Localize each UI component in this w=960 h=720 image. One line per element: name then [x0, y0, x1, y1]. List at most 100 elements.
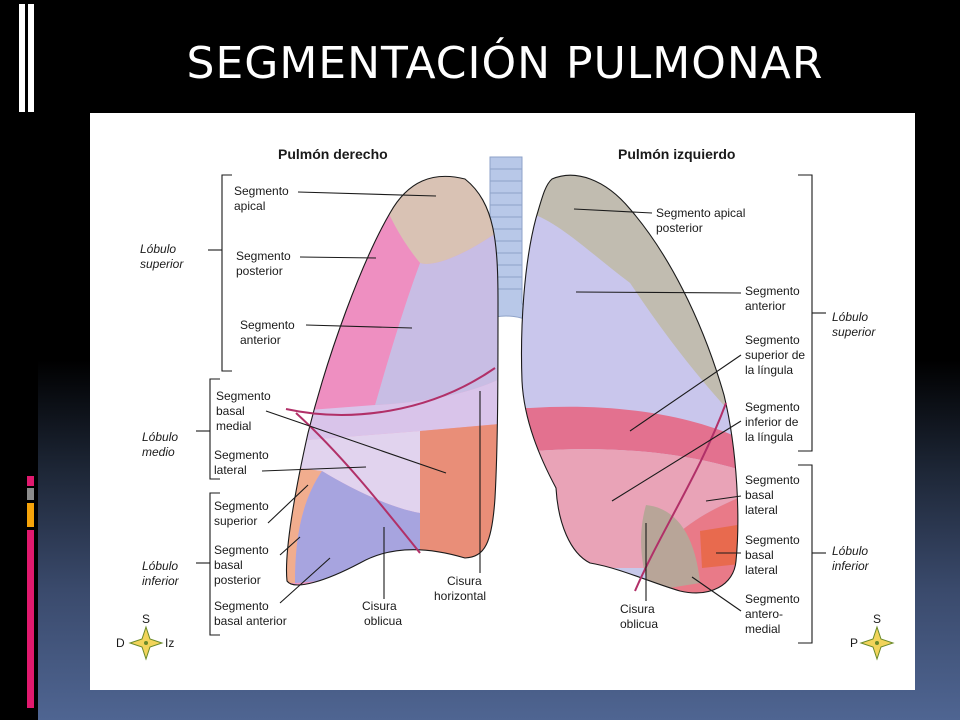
label-right-seg-apical: Segmento apical — [234, 184, 437, 213]
right-seg-superior — [286, 465, 322, 583]
svg-text:Segmento: Segmento — [240, 318, 295, 332]
svg-text:Segmento: Segmento — [745, 333, 800, 347]
left-lung — [520, 174, 739, 594]
svg-text:Lóbulo: Lóbulo — [832, 544, 868, 558]
svg-text:superior: superior — [140, 257, 184, 271]
decor-bar-white-1 — [19, 4, 25, 112]
svg-text:antero-: antero- — [745, 607, 783, 621]
svg-text:Segmento: Segmento — [216, 389, 271, 403]
right-oblique-fissure — [295, 412, 421, 554]
svg-text:superior: superior — [832, 325, 876, 339]
svg-text:horizontal: horizontal — [434, 589, 486, 603]
right-lobe-medio-label: Lóbulo medio — [142, 430, 178, 459]
label-left-seg-basal-lateral-2: Segmento basal lateral — [716, 533, 800, 577]
svg-text:Segmento: Segmento — [214, 599, 269, 613]
svg-text:inferior: inferior — [832, 559, 870, 573]
svg-text:Lóbulo: Lóbulo — [140, 242, 176, 256]
label-right-seg-lateral: Segmento lateral — [214, 448, 367, 477]
right-lung — [285, 175, 499, 586]
svg-text:basal anterior: basal anterior — [214, 614, 287, 628]
slide-title: SEGMENTACIÓN PULMONAR — [186, 38, 824, 89]
label-right-seg-basal-anterior: Segmento basal anterior — [214, 557, 331, 628]
svg-text:basal: basal — [745, 548, 774, 562]
svg-text:medial: medial — [216, 419, 251, 433]
right-seg-anterior — [375, 223, 498, 405]
left-seg-inferior-lingula — [521, 449, 738, 568]
label-left-seg-basal-lateral-1: Segmento basal lateral — [705, 473, 800, 517]
svg-text:D: D — [116, 636, 125, 650]
label-right-seg-posterior: Segmento posterior — [236, 249, 377, 278]
svg-text:S: S — [142, 612, 150, 626]
left-lobe-superior-label: Lóbulo superior — [832, 310, 876, 339]
left-seg-antero-medial — [641, 505, 700, 591]
left-lobe-inferior-label: Lóbulo inferior — [832, 544, 870, 573]
right-seg-basal-medial — [420, 423, 498, 573]
label-left-seg-superior-lingula: Segmento superior de la língula — [629, 333, 805, 432]
left-brackets — [798, 174, 826, 644]
svg-text:medial: medial — [745, 622, 780, 636]
svg-text:Segmento: Segmento — [745, 533, 800, 547]
svg-text:basal: basal — [216, 404, 245, 418]
label-left-seg-antero-medial: Segmento antero- medial — [691, 576, 800, 636]
label-right-seg-basal-medial: Segmento basal medial — [216, 389, 447, 474]
svg-text:lateral: lateral — [745, 503, 778, 517]
label-right-seg-superior: Segmento superior — [214, 484, 309, 528]
svg-text:Segmento: Segmento — [234, 184, 289, 198]
label-left-cisura-oblicua: Cisura oblicua — [620, 523, 658, 631]
decor-bar-white-2 — [28, 4, 34, 112]
svg-text:posterior: posterior — [656, 221, 703, 235]
svg-text:basal: basal — [745, 488, 774, 502]
label-right-cisura-oblicua: Cisura oblicua — [362, 527, 402, 628]
svg-text:lateral: lateral — [214, 463, 247, 477]
left-seg-apical-posterior — [530, 175, 738, 433]
label-left-seg-anterior: Segmento anterior — [575, 284, 800, 313]
svg-text:anterior: anterior — [745, 299, 786, 313]
left-seg-anterior — [530, 213, 738, 443]
decor-bar-pink-long — [27, 530, 34, 708]
svg-text:Cisura: Cisura — [362, 599, 397, 613]
decor-bar-gray — [27, 488, 34, 500]
svg-text:basal: basal — [214, 558, 243, 572]
decor-bar-pink-small — [27, 476, 34, 486]
svg-text:Segmento: Segmento — [214, 543, 269, 557]
svg-text:inferior de: inferior de — [745, 415, 799, 429]
left-seg-superior-lingula — [521, 406, 738, 473]
svg-text:superior de: superior de — [745, 348, 805, 362]
svg-text:Segmento: Segmento — [745, 592, 800, 606]
lung-segmentation-figure: Pulmón derecho Pulmón izquierdo — [90, 113, 915, 690]
svg-text:P: P — [850, 636, 858, 650]
label-left-seg-apical-posterior: Segmento apical posterior — [573, 206, 745, 235]
svg-text:la língula: la língula — [745, 363, 793, 377]
svg-text:Segmento: Segmento — [745, 400, 800, 414]
svg-text:Cisura: Cisura — [620, 602, 655, 616]
label-right-seg-basal-posterior: Segmento basal posterior — [214, 536, 301, 587]
left-lung-title: Pulmón izquierdo — [618, 146, 735, 162]
svg-text:la língula: la língula — [745, 430, 793, 444]
svg-text:Segmento: Segmento — [214, 499, 269, 513]
svg-text:Segmento: Segmento — [236, 249, 291, 263]
right-brackets — [196, 174, 232, 636]
right-lobe-inferior-label: Lóbulo inferior — [142, 559, 180, 588]
svg-text:Cisura: Cisura — [447, 574, 482, 588]
right-lung-title: Pulmón derecho — [278, 146, 388, 162]
lung-diagram: Pulmón derecho Pulmón izquierdo — [116, 146, 895, 661]
svg-text:oblicua: oblicua — [620, 617, 658, 631]
compass-left-lung: S P — [850, 612, 895, 661]
left-oblique-fissure — [634, 402, 727, 592]
svg-text:Lóbulo: Lóbulo — [142, 559, 178, 573]
svg-text:apical: apical — [234, 199, 265, 213]
label-right-cisura-horizontal: Cisura horizontal — [434, 391, 486, 603]
label-right-seg-anterior: Segmento anterior — [240, 318, 413, 347]
svg-text:Segmento: Segmento — [745, 473, 800, 487]
svg-text:Lóbulo: Lóbulo — [142, 430, 178, 444]
svg-text:Iz: Iz — [165, 636, 174, 650]
svg-text:medio: medio — [142, 445, 175, 459]
svg-text:Segmento: Segmento — [214, 448, 269, 462]
right-lobe-medio-top — [286, 373, 498, 443]
svg-text:S: S — [873, 612, 881, 626]
right-lobe-superior-label: Lóbulo superior — [140, 242, 184, 271]
compass-right-lung: S D Iz — [116, 612, 174, 661]
svg-text:Segmento apical: Segmento apical — [656, 206, 745, 220]
right-horizontal-fissure — [285, 367, 496, 416]
